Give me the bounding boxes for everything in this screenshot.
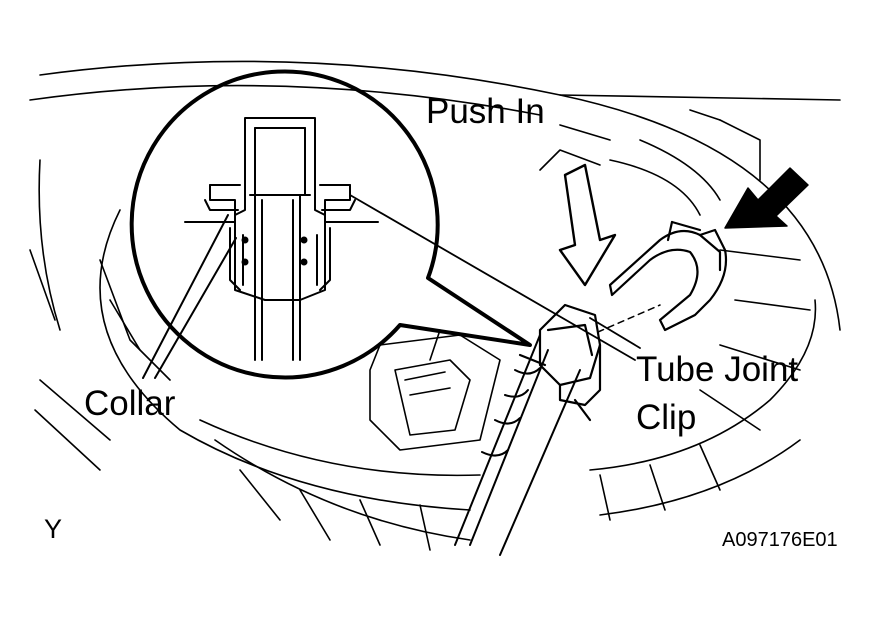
push-in-label: Push In	[426, 92, 545, 131]
tube-joint-clip	[608, 220, 728, 332]
tube-joint-leader	[349, 194, 636, 361]
view-letter-label: Y	[44, 514, 63, 544]
figure-code-label: A097176E01	[722, 529, 838, 551]
direction-arrow	[724, 167, 809, 229]
clip-insertion-line	[597, 304, 661, 333]
clip-leader	[589, 317, 641, 349]
clip-label: Clip	[636, 398, 697, 437]
tube-joint	[518, 303, 602, 422]
collar-cross-section	[184, 117, 379, 361]
pump-assembly	[29, 60, 841, 551]
o-rings	[241, 236, 308, 266]
collar-label: Collar	[84, 384, 176, 423]
detail-magnifier	[129, 69, 532, 380]
fuel-tube	[454, 334, 581, 556]
push-in-arrow	[558, 163, 617, 287]
collar-leaders	[142, 214, 237, 379]
tube-joint-label: Tube Joint	[636, 350, 799, 389]
